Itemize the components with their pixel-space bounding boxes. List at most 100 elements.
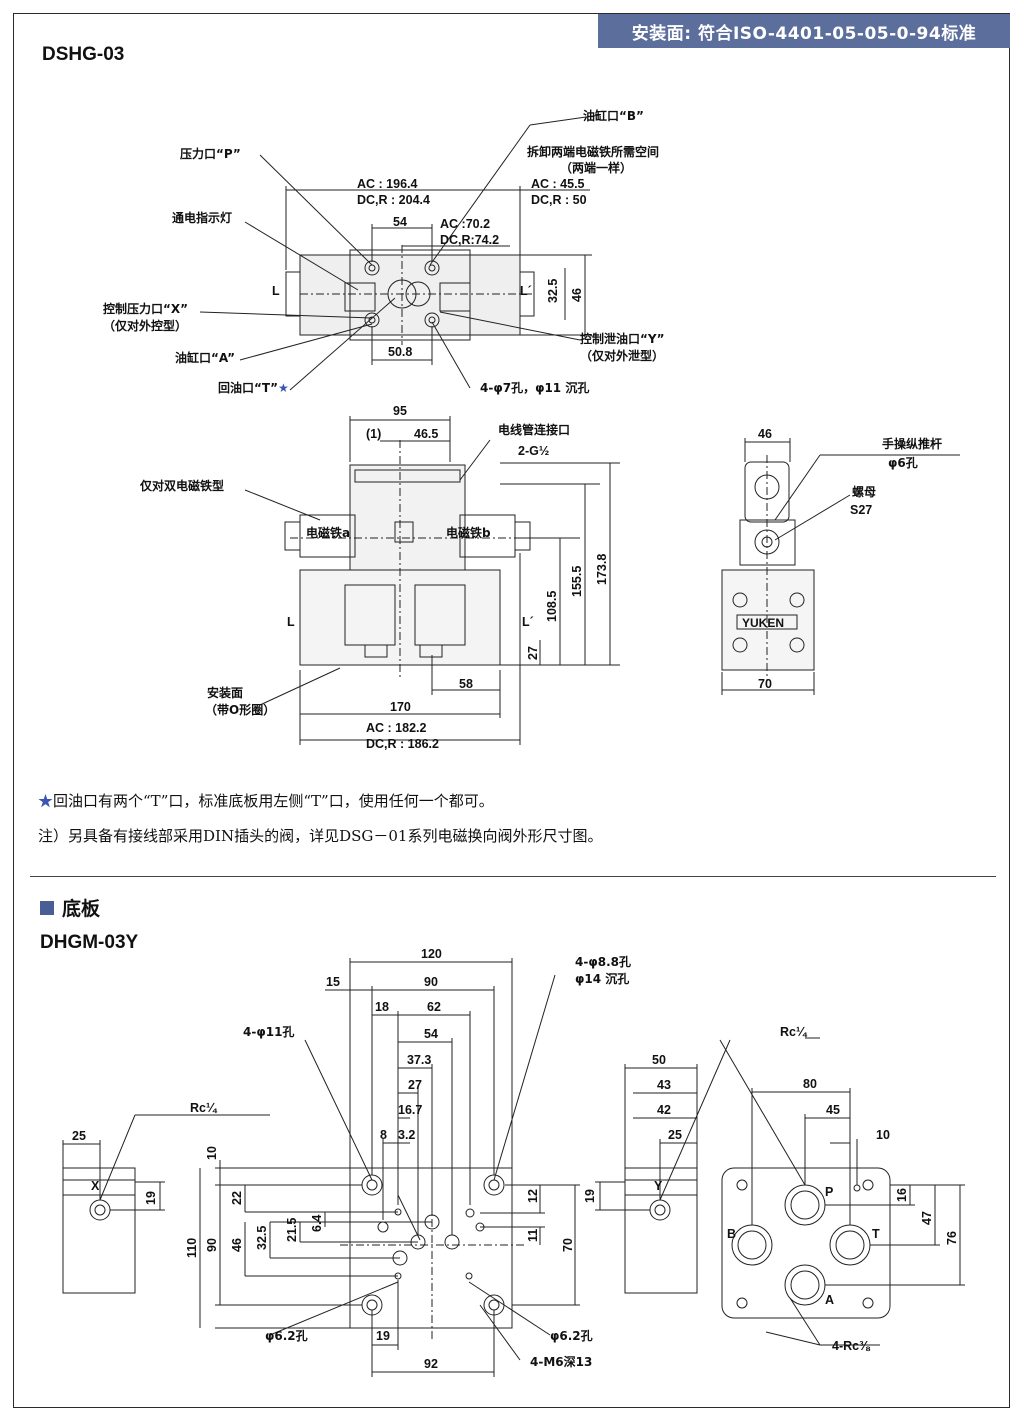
dim-42: 42: [657, 1103, 671, 1117]
dim-70-side: 70: [758, 677, 772, 691]
dim-46-sub: 46: [230, 1238, 244, 1252]
label-indicator-lamp: 通电指示灯: [172, 210, 232, 225]
dim-45: 45: [826, 1103, 840, 1117]
note-din-connector: 注）另具备有接线部采用DIN插头的阀，详见DSG－01系列电磁换向阀外形尺寸图。: [38, 827, 603, 845]
label-port-x: 控制压力口“X”: [103, 301, 188, 316]
dim-dc-side: DC,R : 50: [531, 193, 587, 207]
dim-dc-mid: DC,R:74.2: [440, 233, 499, 247]
star-icon: ★: [38, 792, 54, 810]
dim-108-5: 108.5: [545, 591, 559, 622]
label-rc-right: Rc¼: [780, 1025, 808, 1039]
label-nut: 螺母: [852, 484, 876, 499]
dim-62: 62: [427, 1000, 441, 1014]
note-return-port: ★回油口有两个“T”口，标准底板用左侧“T”口，使用任何一个都可。: [38, 792, 494, 810]
label-mount-holes: 4-φ7孔，φ11 沉孔: [480, 380, 589, 395]
dim-10-bottom: 10: [876, 1128, 890, 1142]
dim-18: 18: [375, 1000, 389, 1014]
label-conduit: 电线管连接口: [498, 422, 570, 437]
dim-27-sub: 27: [408, 1078, 422, 1092]
brand-plate: YUKEN: [742, 616, 784, 630]
dim-92: 92: [424, 1357, 438, 1371]
dim-16: 16: [895, 1188, 909, 1202]
dim-10-sub: 10: [205, 1146, 219, 1160]
label-hole-6-2-right: φ6.2孔: [550, 1329, 593, 1343]
label-removal-space-note: （两端一样）: [560, 160, 632, 175]
dim-173-8: 173.8: [595, 554, 609, 585]
label-rc-ports: 4-Rc⅜: [832, 1339, 871, 1353]
label-removal-space: 拆卸两端电磁铁所需空间: [527, 144, 659, 159]
model-title-dhgm: DHGM-03Y: [40, 932, 139, 953]
dim-15: 15: [326, 975, 340, 989]
label-m6-threads: 4-M6深13: [530, 1354, 592, 1369]
dim-19-sub: 19: [376, 1329, 390, 1343]
dim-16-7: 16.7: [398, 1103, 422, 1117]
label-front-l-left: L: [287, 615, 295, 629]
dim-1: (1): [366, 427, 381, 441]
label-rc-left: Rc¼: [190, 1101, 218, 1115]
dim-dc-total: DC,R : 204.4: [357, 193, 430, 207]
dim-22: 22: [230, 1191, 244, 1205]
dim-ac-mid: AC :70.2: [440, 217, 490, 231]
label-port-t: 回油口“T”★: [218, 380, 289, 395]
label-port-b-sub: B: [727, 1227, 736, 1241]
dim-21-5: 21.5: [285, 1218, 299, 1242]
label-front-l-right: L´: [522, 615, 534, 629]
label-port-p-sub: P: [825, 1185, 833, 1199]
dim-90-vertical: 90: [205, 1238, 219, 1252]
dim-ac-side: AC : 45.5: [531, 177, 585, 191]
page-frame: [13, 13, 1010, 1408]
dim-50-8: 50.8: [388, 345, 412, 359]
dim-76: 76: [945, 1231, 959, 1245]
label-holes-11: 4-φ11孔: [243, 1025, 294, 1039]
dim-58: 58: [459, 677, 473, 691]
dim-46-5: 46.5: [414, 427, 438, 441]
dim-32-5-sub: 32.5: [255, 1226, 269, 1250]
square-bullet-icon: [40, 900, 54, 915]
dim-95: 95: [393, 404, 407, 418]
dim-54-sub: 54: [424, 1027, 438, 1041]
label-conduit-size: 2-G½: [518, 444, 549, 458]
dim-90: 90: [424, 975, 438, 989]
label-l-right: L´: [520, 284, 532, 298]
dim-46-top: 46: [570, 288, 584, 302]
side-view-body: [721, 455, 815, 680]
label-solenoid-b: 电磁铁b: [446, 525, 491, 540]
label-holes-14: φ14 沉孔: [575, 971, 629, 986]
dim-37-3: 37.3: [407, 1053, 431, 1067]
label-nut-size: S27: [850, 503, 872, 517]
dim-19-left: 19: [144, 1191, 158, 1205]
dim-12: 12: [526, 1189, 540, 1203]
dim-25-left: 25: [72, 1129, 86, 1143]
label-manual-pin: 手操纵推杆: [882, 436, 942, 451]
label-holes-8-8: 4-φ8.8孔: [575, 955, 631, 969]
dim-155-5: 155.5: [570, 566, 584, 597]
label-port-b: 油缸口“B”: [583, 108, 644, 123]
label-l-left: L: [272, 284, 280, 298]
dim-70-sub: 70: [561, 1238, 575, 1252]
label-mount-face: 安装面: [207, 685, 243, 700]
subplate-bottom-view: [721, 1167, 891, 1319]
label-solenoid-a: 电磁铁a: [306, 525, 350, 540]
section-divider: [30, 876, 996, 877]
subplate-left-side: [62, 1167, 136, 1294]
dim-dc-front: DC,R : 186.2: [366, 737, 439, 751]
label-double-solenoid-only: 仅对双电磁铁型: [139, 478, 224, 493]
dim-54: 54: [393, 215, 407, 229]
dim-6-4: 6.4: [310, 1215, 324, 1232]
dim-120: 120: [421, 947, 442, 961]
dim-80: 80: [803, 1077, 817, 1091]
label-hole-6-2-left: φ6.2孔: [265, 1329, 308, 1343]
dim-27-front: 27: [526, 646, 540, 660]
dim-25-right: 25: [668, 1128, 682, 1142]
model-title-dshg: DSHG-03: [42, 44, 125, 65]
dim-110: 110: [185, 1238, 199, 1258]
dim-47: 47: [920, 1211, 934, 1225]
dim-43: 43: [657, 1078, 671, 1092]
label-port-p: 压力口“P”: [180, 146, 241, 161]
section-title-subplate: 底板: [40, 894, 100, 921]
dim-50: 50: [652, 1053, 666, 1067]
label-port-t-sub: T: [872, 1227, 880, 1241]
front-view-body: [284, 440, 540, 680]
dim-3-2: 3.2: [398, 1128, 415, 1142]
